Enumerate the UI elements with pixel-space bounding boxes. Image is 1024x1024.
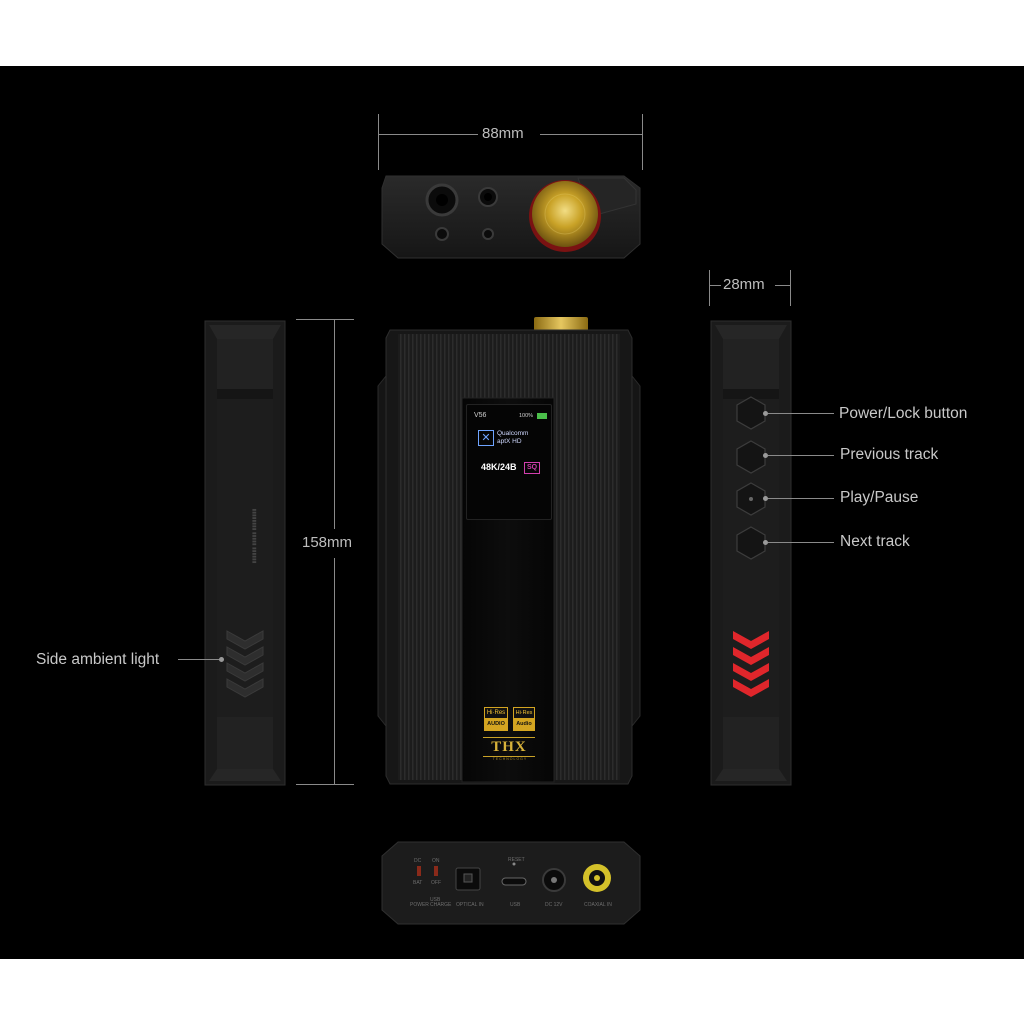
- left-side-view: [204, 320, 286, 786]
- screen-format-badge: SQ: [524, 462, 541, 474]
- rear-label-bat: BAT: [413, 880, 423, 886]
- height-dim-line-bottom: [334, 558, 335, 784]
- callout-next-line: [768, 542, 834, 543]
- callout-side-light-line: [178, 659, 222, 660]
- depth-dim-line-right: [775, 285, 790, 286]
- callout-play-line: [768, 498, 834, 499]
- height-dim-label: 158mm: [302, 534, 353, 551]
- hires-badge-2-bottom: Audio: [516, 721, 532, 727]
- height-dim-bottom-tick: [296, 784, 354, 785]
- callout-side-light: Side ambient light: [36, 651, 160, 668]
- top-view: [381, 175, 641, 259]
- power-lock-button: [736, 396, 766, 430]
- screen-version: V56: [474, 412, 487, 419]
- battery-icon: [537, 413, 547, 419]
- width-dim-line-right: [540, 134, 642, 135]
- rear-label-power: POWER: [410, 902, 429, 908]
- front-knob-edge: [534, 317, 588, 331]
- callout-power-lock: Power/Lock button: [839, 405, 968, 422]
- rear-label-optical: OPTICAL IN: [456, 902, 484, 908]
- depth-dim-right-tick: [790, 270, 791, 306]
- rear-label-coaxial: COAXIAL IN: [584, 902, 612, 908]
- rear-label-usb-charge: USB CHARGE: [430, 897, 452, 908]
- hires-badge-1-top: Hi·Res: [485, 708, 507, 718]
- callout-power-line: [768, 413, 834, 414]
- width-dim-right-tick: [642, 114, 643, 170]
- hires-badge-2-top: Hi·Res: [514, 708, 534, 718]
- width-dim-left-tick: [378, 114, 379, 170]
- callout-previous-line: [768, 455, 834, 456]
- right-ambient-light-chevrons: [733, 631, 769, 697]
- product-diagram: 88mm: [0, 66, 1024, 959]
- callout-next-dot: [763, 540, 768, 545]
- rear-label-reset: RESET: [508, 857, 525, 863]
- rear-label-off: OFF: [431, 880, 441, 886]
- callout-side-light-dot: [219, 657, 224, 662]
- width-dim-label: 88mm: [482, 125, 524, 142]
- next-track-button: [736, 526, 766, 560]
- rear-label-dc12v: DC 12V: [545, 902, 563, 908]
- callout-play-pause: Play/Pause: [840, 489, 919, 506]
- height-dim-line-top: [334, 319, 335, 529]
- regulatory-print: ▮▮▮▮▮▮▮▮ ▮▮▮▮▮ ▮▮▮▮▮▮: [251, 508, 257, 564]
- depth-dim-line-left: [709, 285, 721, 286]
- hires-badge-1-bottom: AUDIO: [487, 721, 505, 727]
- rear-label-dc: DC: [414, 858, 422, 864]
- display-screen: V56 100% ✕ Qualcomm aptX HD 48K/24B SQ: [466, 404, 552, 520]
- callout-power-dot: [763, 411, 768, 416]
- volume-knob: [532, 181, 598, 247]
- left-ambient-light-chevrons: [226, 630, 264, 698]
- hires-badge-2: Hi·Res Audio: [513, 707, 535, 731]
- front-view: [377, 317, 641, 785]
- previous-track-button: [736, 440, 766, 474]
- height-dim-top-tick: [296, 319, 354, 320]
- width-dim-line-left: [378, 134, 478, 135]
- depth-dim-left-tick: [709, 270, 710, 306]
- screen-codec-line2: aptX HD: [497, 438, 522, 445]
- rear-label-usb: USB: [510, 902, 521, 908]
- callout-previous-dot: [763, 453, 768, 458]
- rear-view: [381, 841, 641, 925]
- screen-battery: 100%: [519, 413, 534, 419]
- screen-format: 48K/24B: [481, 462, 517, 472]
- thx-sub: TECHNOLOGY: [492, 757, 528, 761]
- depth-dim-label: 28mm: [723, 276, 765, 293]
- hires-badge-1: Hi·Res AUDIO: [484, 707, 508, 731]
- thx-logo: THX: [483, 737, 535, 757]
- callout-play-dot: [763, 496, 768, 501]
- rear-label-on: ON: [432, 858, 440, 864]
- right-side-view: [710, 320, 792, 786]
- codec-x-icon: ✕: [478, 430, 494, 446]
- screen-codec-line1: Qualcomm: [497, 430, 529, 437]
- callout-next: Next track: [840, 533, 910, 550]
- callout-previous: Previous track: [840, 446, 939, 463]
